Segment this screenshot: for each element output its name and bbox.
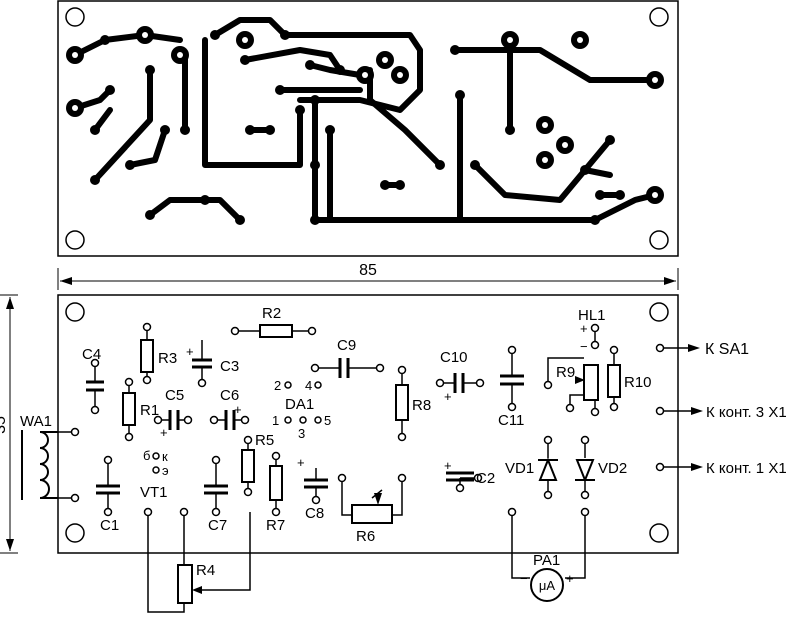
plus-c10: + (444, 389, 452, 404)
pin-e: э (162, 463, 169, 478)
label-ua: μA (539, 578, 555, 593)
pcb-component-side: R2 R3 C4 C3 R1 C5 C6 C9 C10 C11 HL1 R9 R… (20, 294, 787, 613)
label-r9: R9 (556, 364, 575, 381)
label-c9: C9 (337, 337, 356, 354)
pot-wipers (192, 376, 585, 594)
minus-pa1: − (520, 571, 528, 586)
resistor-bodies (122, 324, 621, 604)
pcb-bottom-outline (57, 294, 679, 554)
component-pads (70, 322, 665, 517)
width-label: 85 (359, 262, 377, 279)
label-r8: R8 (412, 397, 431, 414)
copper-pads (66, 26, 664, 225)
mounting-holes-top (65, 7, 669, 250)
width-dimension: 85 (57, 262, 679, 290)
r5-body (241, 449, 255, 483)
r2-body (259, 324, 293, 338)
label-c7: C7 (208, 517, 227, 534)
height-label: 35 (0, 416, 9, 434)
pin-1: 1 (272, 413, 279, 428)
polarity-marks: + + + + + + + − − + (160, 321, 588, 586)
r10-body (607, 364, 621, 398)
meter-pa1 (530, 568, 564, 602)
label-c11: C11 (498, 412, 524, 429)
plus-c6: + (234, 402, 242, 417)
component-leads (58, 327, 695, 613)
label-c6: C6 (220, 387, 239, 404)
label-hl1: HL1 (578, 307, 606, 324)
label-r1: R1 (140, 402, 159, 419)
conn-x1-1: К конт. 1 Х1 (706, 460, 787, 477)
height-dimension: 35 (0, 294, 18, 554)
label-c5: C5 (165, 387, 184, 404)
pin-4: 4 (305, 378, 312, 393)
coil-wa1 (21, 430, 58, 500)
pin-b: б (143, 448, 150, 463)
connector-labels: К SA1 К конт. 3 Х1 К конт. 1 Х1 (705, 341, 787, 477)
r1-body (122, 392, 136, 426)
pcb-trace-side (57, 0, 679, 257)
r9-body (583, 364, 599, 401)
r3-body (140, 339, 154, 373)
plus-c3: + (186, 344, 194, 359)
label-c4: C4 (82, 346, 101, 363)
diode-vd1 (538, 457, 558, 481)
label-wa1: WA1 (20, 413, 52, 430)
pcb-top-outline (57, 0, 679, 257)
label-r3: R3 (158, 350, 177, 367)
capacitor-plates (86, 358, 524, 495)
plus-c8: + (297, 455, 305, 470)
plus-hl1: + (580, 321, 588, 336)
minus-hl1: − (580, 339, 588, 354)
diode-vd2 (575, 459, 595, 483)
pin-2: 2 (274, 378, 281, 393)
plus-c2: + (444, 458, 452, 473)
r6-body (351, 504, 393, 524)
label-vd2: VD2 (598, 460, 627, 477)
label-r2: R2 (262, 305, 281, 322)
plus-c5: + (160, 425, 168, 440)
component-labels: R2 R3 C4 C3 R1 C5 C6 C9 C10 C11 HL1 R9 R… (20, 305, 652, 593)
pad-holes (72, 32, 658, 198)
label-r7: R7 (266, 517, 285, 534)
label-vd1: VD1 (505, 460, 534, 477)
pin-labels: 2 4 1 5 3 б к э (143, 378, 331, 478)
label-vt1: VT1 (140, 484, 168, 501)
label-c10: C10 (440, 349, 468, 366)
label-r5: R5 (255, 432, 274, 449)
r7-body (269, 465, 283, 501)
pin-3: 3 (298, 426, 305, 441)
label-c3: C3 (220, 358, 239, 375)
copper-traces (72, 17, 658, 223)
connector-arrows (688, 344, 703, 471)
label-c2: C2 (476, 470, 495, 487)
r4-body (177, 564, 193, 604)
mounting-holes-bottom (65, 302, 669, 543)
label-da1: DA1 (285, 396, 314, 413)
plus-pa1: + (566, 571, 574, 586)
label-c8: C8 (305, 505, 324, 522)
label-pa1: PA1 (533, 552, 560, 569)
label-r6: R6 (356, 528, 375, 545)
conn-sa1: К SA1 (705, 341, 749, 358)
label-r4: R4 (196, 562, 215, 579)
label-c1: C1 (100, 517, 119, 534)
pin-5: 5 (324, 413, 331, 428)
r8-body (395, 384, 409, 421)
conn-x1-3: К конт. 3 Х1 (706, 404, 787, 421)
label-r10: R10 (624, 374, 652, 391)
pin-k: к (162, 449, 168, 464)
